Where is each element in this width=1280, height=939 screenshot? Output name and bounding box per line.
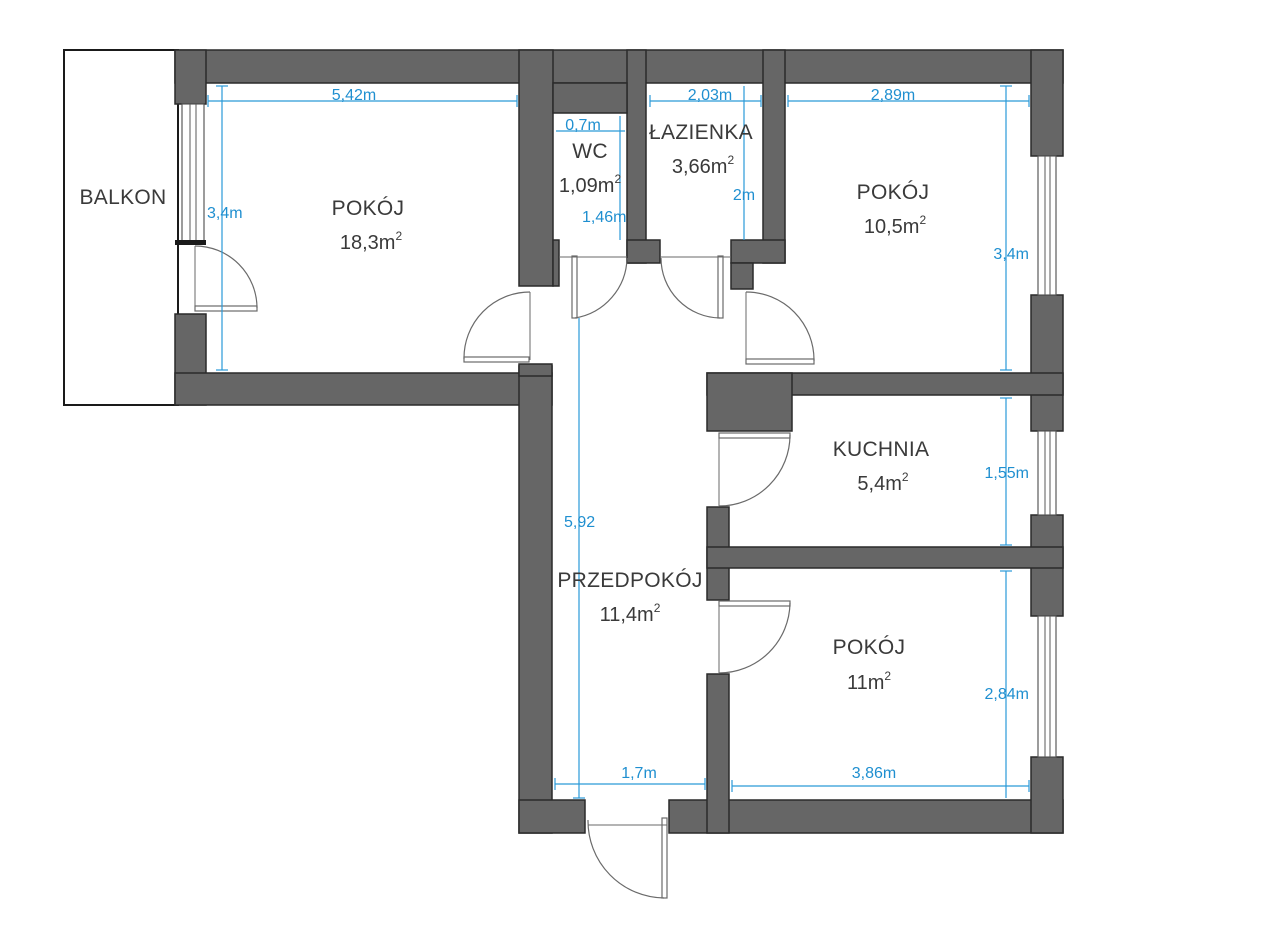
room-label-hallway: PRZEDPOKÓJ: [557, 569, 702, 592]
wall-kitchen-left-block: [706, 372, 793, 432]
wall-bath-right-stub: [730, 262, 754, 290]
dim-room-se-width: 3,86m: [852, 765, 896, 782]
balcony-outline: [63, 49, 179, 406]
room-label-bathroom: ŁAZIENKA: [649, 121, 753, 144]
wall-right-4: [1030, 756, 1064, 834]
window-living: [175, 103, 206, 245]
walls: [174, 49, 1064, 834]
wall-wc-bath: [626, 49, 647, 264]
room-area-kitchen: 5,4m2: [857, 470, 908, 495]
wall-bath-right-base: [730, 239, 786, 264]
wall-right-2: [1030, 294, 1064, 432]
room-area-living: 18,3m2: [340, 229, 403, 254]
window-room-ne: [1037, 155, 1057, 296]
wall-se-left-lower: [706, 673, 730, 834]
room-label-room-ne: POKÓJ: [857, 181, 930, 204]
wall-bottom-left: [518, 799, 586, 834]
dim-wc-height: 1,46m: [582, 209, 626, 226]
dimension-lines: [207, 85, 1030, 799]
wall-kitchen-se: [706, 546, 1064, 569]
room-label-living: POKÓJ: [332, 197, 405, 220]
door-balcony: [194, 245, 258, 312]
door-bathroom: [660, 255, 731, 319]
wall-bath-right: [762, 49, 786, 264]
wall-wc-left-stub: [552, 239, 560, 287]
dim-living-width: 5,42m: [332, 87, 376, 104]
wall-wc-top: [552, 82, 628, 114]
room-area-room-ne: 10,5m2: [864, 213, 927, 238]
dim-room-se-height: 2,84m: [985, 686, 1029, 703]
dim-hall-height: 5,92: [564, 514, 595, 531]
room-label-room-se: POKÓJ: [833, 636, 906, 659]
wall-living-bottom: [174, 372, 553, 406]
dim-room-ne-height: 3,4m: [993, 246, 1029, 263]
doors: [194, 245, 815, 899]
wall-bottom-right: [668, 799, 1064, 834]
dim-hall-width: 1,7m: [621, 765, 657, 782]
wall-wc-bath-base: [626, 239, 661, 264]
room-label-balcony: BALKON: [80, 186, 167, 209]
room-label-wc: WC: [572, 140, 608, 163]
wall-right-1: [1030, 49, 1064, 157]
door-entry: [587, 817, 668, 899]
dim-wc-width: 0,7m: [565, 117, 601, 134]
room-area-bathroom: 3,66m2: [672, 153, 735, 178]
door-wc: [559, 255, 628, 319]
door-kitchen: [718, 432, 791, 507]
window-room-se: [1037, 615, 1057, 758]
wall-living-left-upper: [174, 49, 207, 105]
door-room-ne: [745, 291, 815, 365]
room-area-room-se: 11m2: [847, 669, 891, 694]
door-room-se: [718, 600, 791, 674]
room-area-wc: 1,09m2: [559, 172, 622, 197]
dim-room-ne-width: 2,89m: [871, 87, 915, 104]
dim-bath-width: 2,03m: [688, 87, 732, 104]
windows: [175, 103, 1057, 758]
wall-hall-left: [518, 365, 553, 834]
wall-top: [174, 49, 1064, 84]
room-label-kitchen: KUCHNIA: [833, 438, 930, 461]
door-living: [463, 291, 531, 363]
room-area-hallway: 11,4m2: [600, 601, 661, 626]
dim-bath-height: 2m: [733, 187, 755, 204]
window-kitchen: [1037, 430, 1057, 516]
dim-kitchen-height: 1,55m: [985, 465, 1029, 482]
wall-living-right: [518, 49, 554, 287]
dim-living-height: 3,4m: [207, 205, 243, 222]
wall-hall-left-corner: [518, 363, 553, 377]
